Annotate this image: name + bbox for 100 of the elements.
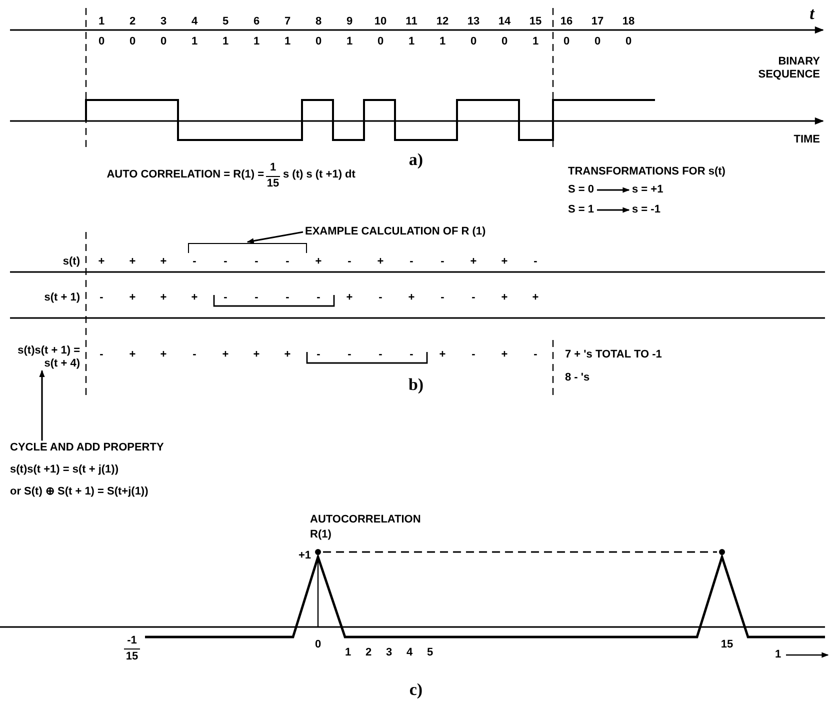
mapping-text: s = +1: [632, 184, 664, 196]
fraction-numerator: -1: [127, 634, 137, 648]
sign-value: -: [348, 256, 352, 268]
sign-value: +: [501, 292, 508, 304]
tick-label: 18: [622, 16, 635, 28]
tick-label: 5: [426, 646, 434, 660]
bit-value: 1: [408, 36, 415, 48]
sign-value: -: [224, 256, 228, 268]
bit-value: 0: [160, 36, 167, 48]
sign-value: -: [254, 292, 258, 304]
sign-value: +: [377, 256, 384, 268]
panel-label: c): [409, 680, 423, 700]
sign-value: +: [129, 256, 136, 268]
sign-value: +: [532, 292, 539, 304]
bit-value: 1: [253, 36, 260, 48]
tick-label: 16: [560, 16, 573, 28]
sign-value: -: [378, 292, 382, 304]
arrow: [39, 370, 45, 441]
formula-text: s(t)s(t +1) = s(t + j(1)): [10, 464, 118, 476]
sign-value: -: [286, 292, 290, 304]
fraction-denominator: 15: [126, 650, 138, 664]
sign-value: +: [284, 348, 291, 362]
tick-label: 4: [191, 16, 198, 28]
bit-value: 1: [532, 36, 539, 48]
bit-value: 0: [625, 36, 632, 48]
bit-value: 1: [439, 36, 446, 48]
sign-value: +: [501, 256, 508, 268]
tick-label: 17: [591, 16, 604, 28]
tick-label: 12: [436, 16, 449, 28]
tick-label: 6: [253, 16, 260, 28]
sign-value: -: [410, 256, 414, 268]
row-label: s(t + 1): [44, 292, 80, 304]
annotation-text: EXAMPLE CALCULATION OF R (1): [305, 226, 486, 238]
mapping-text: s = -1: [632, 204, 660, 216]
tick-label: 3: [160, 16, 167, 28]
bit-value: 1: [284, 36, 291, 48]
axis-label: 1: [774, 648, 782, 662]
sign-value: -: [192, 256, 196, 268]
axis-label: TIME: [794, 134, 820, 146]
sign-value: +: [501, 348, 508, 362]
bit-value: 0: [470, 36, 477, 48]
mapping-text: S = 0: [568, 184, 594, 196]
sign-value: +: [470, 256, 477, 268]
sign-value: +: [346, 292, 353, 304]
note-text: 7 + 's TOTAL TO -1: [565, 348, 662, 362]
sign-value: -: [316, 348, 320, 362]
row-label: s(t)s(t + 1) = s(t + 4): [2, 344, 80, 370]
tick-label: 7: [284, 16, 291, 28]
sign-value: +: [408, 292, 415, 304]
sign-value: +: [253, 348, 260, 362]
sign-value: +: [160, 348, 167, 362]
bit-value: 0: [501, 36, 508, 48]
sign-value: +: [129, 348, 136, 362]
tick-label: 0: [314, 638, 322, 652]
tick-label: 5: [222, 16, 229, 28]
sign-value: -: [224, 292, 228, 304]
bracket: [188, 243, 307, 253]
chart-title: AUTOCORRELATION: [310, 514, 421, 526]
formula-text: AUTO CORRELATION = R(1) =: [106, 168, 264, 182]
arrow: [597, 207, 630, 213]
sign-value: -: [316, 292, 320, 304]
tick-label: 3: [386, 646, 392, 660]
tick-label: 9: [346, 16, 353, 28]
sign-value: -: [410, 348, 414, 362]
row-label: s(t): [62, 256, 80, 268]
fraction-denominator: 15: [266, 178, 280, 190]
sign-value: +: [160, 292, 167, 304]
sign-value: -: [440, 292, 444, 304]
tick-label: 1: [98, 16, 105, 28]
tick-label: +1: [298, 550, 311, 562]
tick-label: 13: [467, 16, 480, 28]
sign-value: -: [192, 348, 196, 362]
sign-value: -: [100, 292, 104, 304]
tick-label: 4: [406, 646, 413, 660]
bit-value: 1: [346, 36, 353, 48]
sign-value: -: [348, 348, 352, 362]
bit-value: 1: [222, 36, 229, 48]
bit-value: 1: [191, 36, 198, 48]
sign-value: +: [315, 256, 322, 268]
formula-text: or S(t) ⊕ S(t + 1) = S(t+j(1)): [10, 486, 148, 498]
tick-label: 15: [529, 16, 542, 28]
sign-value: -: [286, 256, 290, 268]
fraction-numerator: 1: [270, 162, 276, 174]
annotation-text: CYCLE AND ADD PROPERTY: [10, 442, 164, 454]
tick-label: 8: [315, 16, 322, 28]
sign-value: -: [378, 348, 382, 362]
bit-value: 0: [98, 36, 105, 48]
sign-value: +: [160, 256, 167, 268]
tick-label: 14: [498, 16, 511, 28]
formula-text: s (t) s (t +1) dt: [283, 168, 356, 182]
tick-label: 10: [374, 16, 387, 28]
chart-title: R(1): [310, 528, 332, 542]
sign-value: +: [129, 292, 136, 304]
sign-value: -: [472, 292, 476, 304]
bit-value: 0: [129, 36, 136, 48]
sign-value: -: [534, 348, 538, 362]
sign-value: +: [98, 256, 105, 268]
sign-value: -: [440, 256, 444, 268]
panel-label: b): [408, 375, 424, 395]
bit-value: 0: [315, 36, 322, 48]
